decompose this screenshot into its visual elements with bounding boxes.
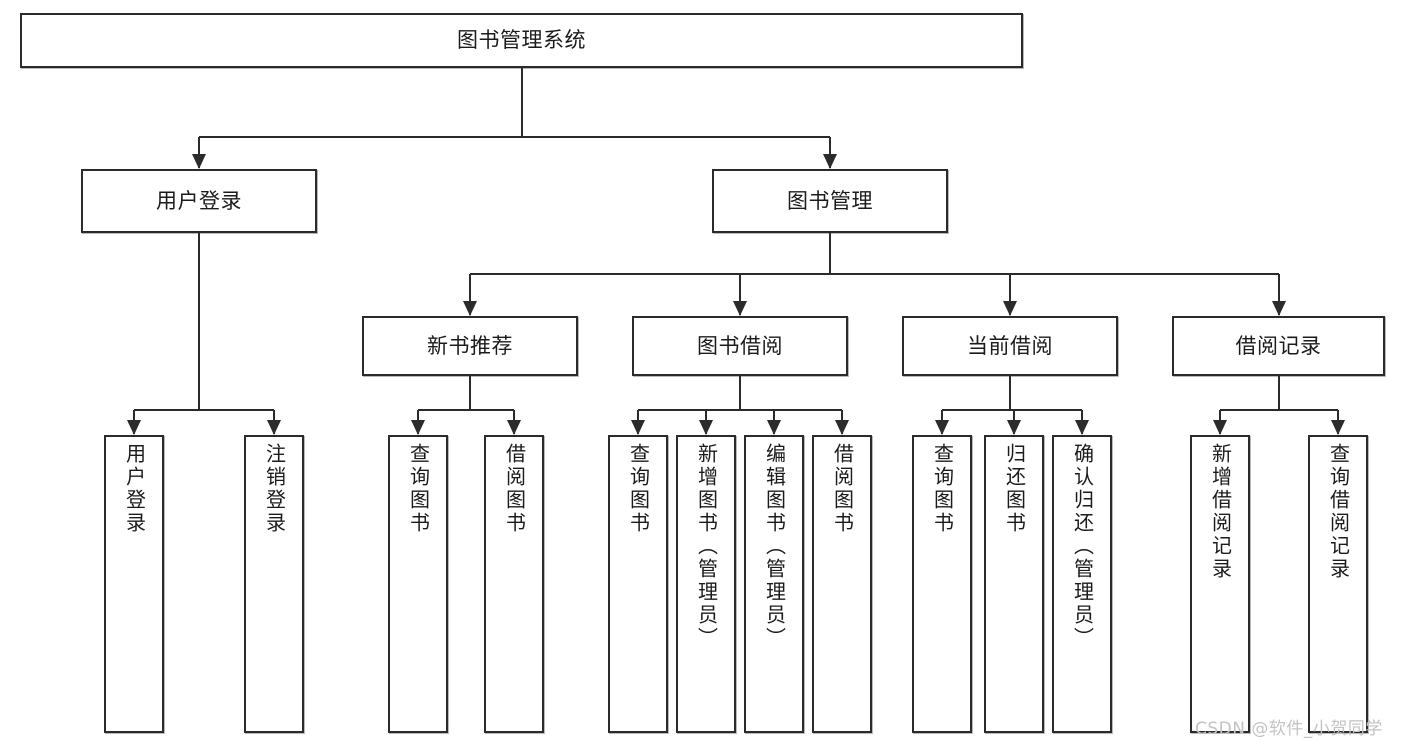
csdn-watermark: CSDN @软件_小贺同学 [1195, 719, 1383, 739]
connector-arrowhead [411, 420, 425, 435]
node-borrowing-record[interactable]: 借阅记录 [1172, 316, 1385, 376]
node-user-login[interactable]: 用户登录 [81, 169, 317, 233]
node-label: 图书借阅 [697, 333, 783, 358]
connector-arrowhead [127, 420, 141, 435]
connector-arrowhead [1075, 420, 1089, 435]
connector-arrowhead [767, 420, 781, 435]
node-label: 新增图书（管理员） [694, 443, 719, 650]
connector-arrowhead [463, 301, 477, 316]
connector-arrowhead [507, 420, 521, 435]
connector-leaf-bus [418, 409, 514, 411]
node-leaf-query-book-2[interactable]: 查询图书 [608, 435, 668, 733]
node-label: 归还图书 [1002, 443, 1027, 535]
node-label: 确认归还（管理员） [1070, 443, 1095, 650]
node-leaf-user-login[interactable]: 用户登录 [104, 435, 164, 733]
node-label: 查询图书 [406, 443, 431, 535]
connector-leaf-stem [1009, 376, 1011, 410]
connector-bookmgmt-drop [469, 274, 471, 315]
node-leaf-query-book-1[interactable]: 查询图书 [388, 435, 448, 733]
connector-arrowhead [1331, 420, 1345, 435]
node-leaf-return-book[interactable]: 归还图书 [984, 435, 1044, 733]
connector-arrowhead [192, 154, 206, 169]
connector-arrowhead [1213, 420, 1227, 435]
connector-bookmgmt-stem [829, 233, 831, 274]
connector-arrowhead [935, 420, 949, 435]
node-leaf-add-book-admin[interactable]: 新增图书（管理员） [676, 435, 736, 733]
connector-arrowhead [823, 154, 837, 169]
node-label: 编辑图书（管理员） [762, 443, 787, 650]
connector-leaf-bus [1220, 409, 1338, 411]
node-label: 图书管理 [787, 188, 873, 213]
node-label: 当前借阅 [967, 333, 1053, 358]
node-label: 查询图书 [930, 443, 955, 535]
connector-leaf-bus [638, 409, 842, 411]
connector-bookmgmt-drop [1009, 274, 1011, 315]
node-label: 查询图书 [626, 443, 651, 535]
node-leaf-borrow-book-1[interactable]: 借阅图书 [484, 435, 544, 733]
connector-arrowhead [1271, 301, 1286, 316]
connector-leaf-stem [198, 233, 200, 410]
node-label: 新增借阅记录 [1208, 443, 1233, 581]
connector-arrowhead [267, 420, 281, 435]
node-leaf-user-logout[interactable]: 注销登录 [244, 435, 304, 733]
node-label: 借阅图书 [830, 443, 855, 535]
connector-arrowhead [733, 301, 747, 316]
connector-bookmgmt-drop [1277, 274, 1280, 315]
connector-arrowhead [835, 420, 849, 435]
node-leaf-query-borrow-record[interactable]: 查询借阅记录 [1308, 435, 1368, 733]
connector-arrowhead [1007, 420, 1021, 435]
node-current-borrowing[interactable]: 当前借阅 [902, 316, 1118, 376]
node-root-book-management-system[interactable]: 图书管理系统 [20, 13, 1023, 68]
node-leaf-confirm-return-admin[interactable]: 确认归还（管理员） [1052, 435, 1112, 733]
node-label: 图书管理系统 [457, 28, 586, 53]
node-leaf-edit-book-admin[interactable]: 编辑图书（管理员） [744, 435, 804, 733]
node-leaf-borrow-book-2[interactable]: 借阅图书 [812, 435, 872, 733]
node-book-management[interactable]: 图书管理 [712, 169, 948, 233]
connector-arrowhead [699, 420, 713, 435]
connector-bookmgmt-bus [470, 273, 1279, 275]
connector-root-drop [198, 137, 200, 168]
connector-leaf-stem [1277, 376, 1280, 410]
node-label: 用户登录 [122, 443, 147, 535]
node-label: 借阅图书 [502, 443, 527, 535]
node-book-borrowing[interactable]: 图书借阅 [632, 316, 848, 376]
connector-arrowhead [631, 420, 645, 435]
node-label: 新书推荐 [427, 333, 513, 358]
connector-leaf-bus [942, 409, 1082, 411]
node-label: 借阅记录 [1235, 333, 1322, 358]
node-label: 查询借阅记录 [1326, 443, 1351, 581]
connector-root-stem [520, 68, 523, 137]
node-label: 注销登录 [262, 443, 287, 535]
node-leaf-query-book-3[interactable]: 查询图书 [912, 435, 972, 733]
connector-root-drop [829, 137, 831, 168]
node-leaf-add-borrow-record[interactable]: 新增借阅记录 [1190, 435, 1250, 733]
connector-root-bus [199, 136, 830, 138]
connector-leaf-bus [134, 409, 274, 411]
node-new-book-recommendation[interactable]: 新书推荐 [362, 316, 578, 376]
connector-leaf-stem [469, 376, 471, 410]
connector-arrowhead [1003, 301, 1017, 316]
connector-leaf-stem [739, 376, 741, 410]
connector-bookmgmt-drop [739, 274, 741, 315]
node-label: 用户登录 [156, 188, 242, 213]
